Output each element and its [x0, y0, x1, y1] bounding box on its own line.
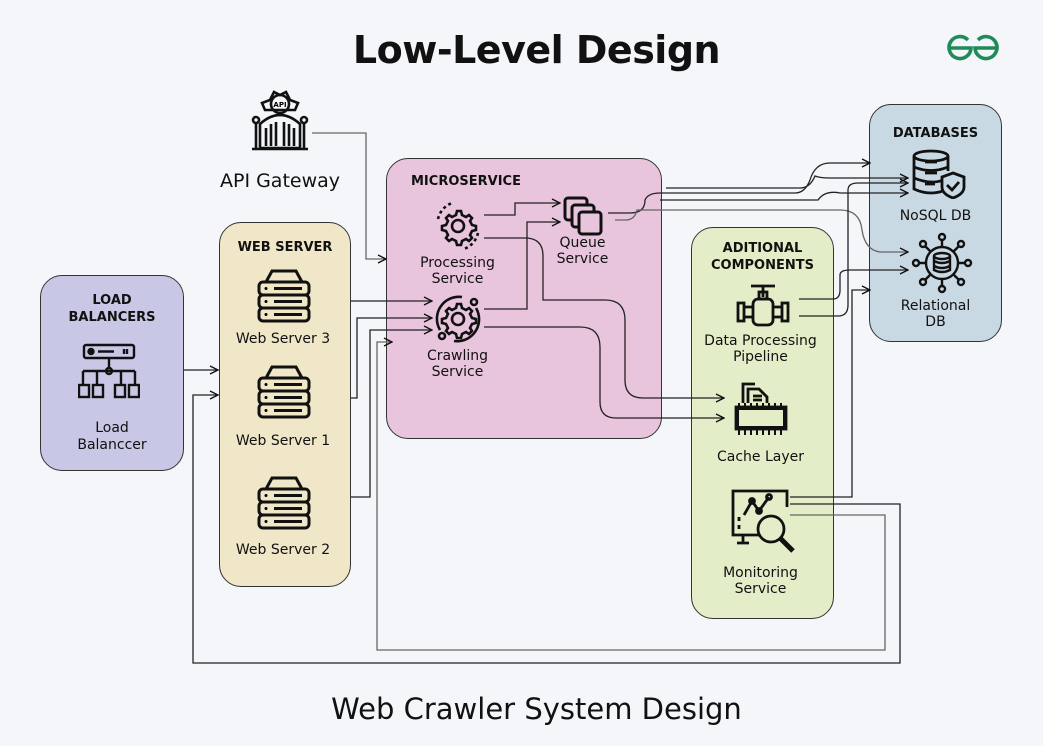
wire-monitoring-webserver	[192, 395, 901, 664]
wire-micro2-nosql	[660, 192, 908, 201]
relational-db-icon[interactable]	[911, 232, 973, 294]
panel-title-line1: LOAD	[92, 293, 132, 308]
wire-processing-queue	[484, 203, 560, 216]
wire-crawling-queue	[484, 222, 560, 310]
geeksforgeeks-logo-icon	[947, 34, 999, 61]
wire-processing-cache	[484, 237, 724, 398]
monitoring-icon[interactable]	[729, 487, 801, 559]
crawling-gear-icon[interactable]	[432, 292, 484, 344]
panel-title: WEB SERVER	[237, 240, 333, 255]
nosql-db-icon[interactable]	[911, 149, 967, 199]
page-title: Low-Level Design	[352, 28, 721, 72]
wire-micro-relational	[615, 209, 908, 252]
web-server-3-label: Web Server 3	[235, 331, 331, 347]
server-icon[interactable]	[256, 475, 312, 531]
web-server-1-label: Web Server 1	[235, 433, 331, 449]
diagram-subtitle: Web Crawler System Design	[331, 692, 742, 726]
wire-queue-nosql	[608, 163, 870, 214]
server-icon[interactable]	[256, 364, 312, 420]
api-gateway-label: API Gateway	[219, 170, 341, 192]
wire-pipeline-relational2	[799, 183, 908, 317]
server-icon[interactable]	[256, 268, 312, 324]
crawling-label-line2: Service	[431, 364, 484, 380]
crawling-label-line1: Crawling	[426, 348, 489, 364]
wire-api-microservice	[312, 132, 386, 259]
processing-label-line1: Processing	[420, 255, 495, 271]
svg-text:API: API	[273, 101, 286, 109]
monitoring-label-line1: Monitoring	[723, 565, 798, 581]
panel-title-line2: BALANCERS	[68, 310, 156, 325]
monitoring-label-line2: Service	[734, 581, 787, 597]
processing-label-line2: Service	[431, 271, 484, 287]
wire-monitoring-relational	[790, 290, 870, 498]
api-gateway-icon: API	[251, 90, 309, 151]
queue-label-line1: Queue	[559, 235, 606, 251]
web-server-2-label: Web Server 2	[235, 542, 331, 558]
cache-chip-icon[interactable]	[733, 381, 789, 439]
wire-monitoring-crawling	[376, 342, 886, 651]
cache-label: Cache Layer	[716, 449, 805, 465]
pipeline-label-line2: Pipeline	[733, 349, 788, 365]
relational-label-line2: DB	[925, 314, 946, 330]
relational-label-line1: Relational	[900, 298, 971, 314]
queue-stack-icon[interactable]	[563, 196, 603, 236]
wire-micro-nosql	[666, 176, 908, 189]
nosql-label: NoSQL DB	[899, 208, 972, 224]
processing-gear-icon[interactable]	[432, 199, 484, 251]
wire-crawling-cache	[484, 326, 724, 418]
queue-label-line2: Service	[556, 251, 609, 267]
wire-pipeline-relational1	[799, 270, 908, 300]
load-balancer-label-line2: Balanccer	[77, 437, 147, 453]
pipeline-label-line1: Data Processing	[704, 333, 817, 349]
panel-load-balancers: LOAD BALANCERS	[40, 275, 184, 471]
pipeline-valve-icon[interactable]	[735, 283, 791, 329]
load-balancer-label-line1: Load	[95, 420, 129, 436]
load-balancer-icon[interactable]	[78, 343, 140, 403]
